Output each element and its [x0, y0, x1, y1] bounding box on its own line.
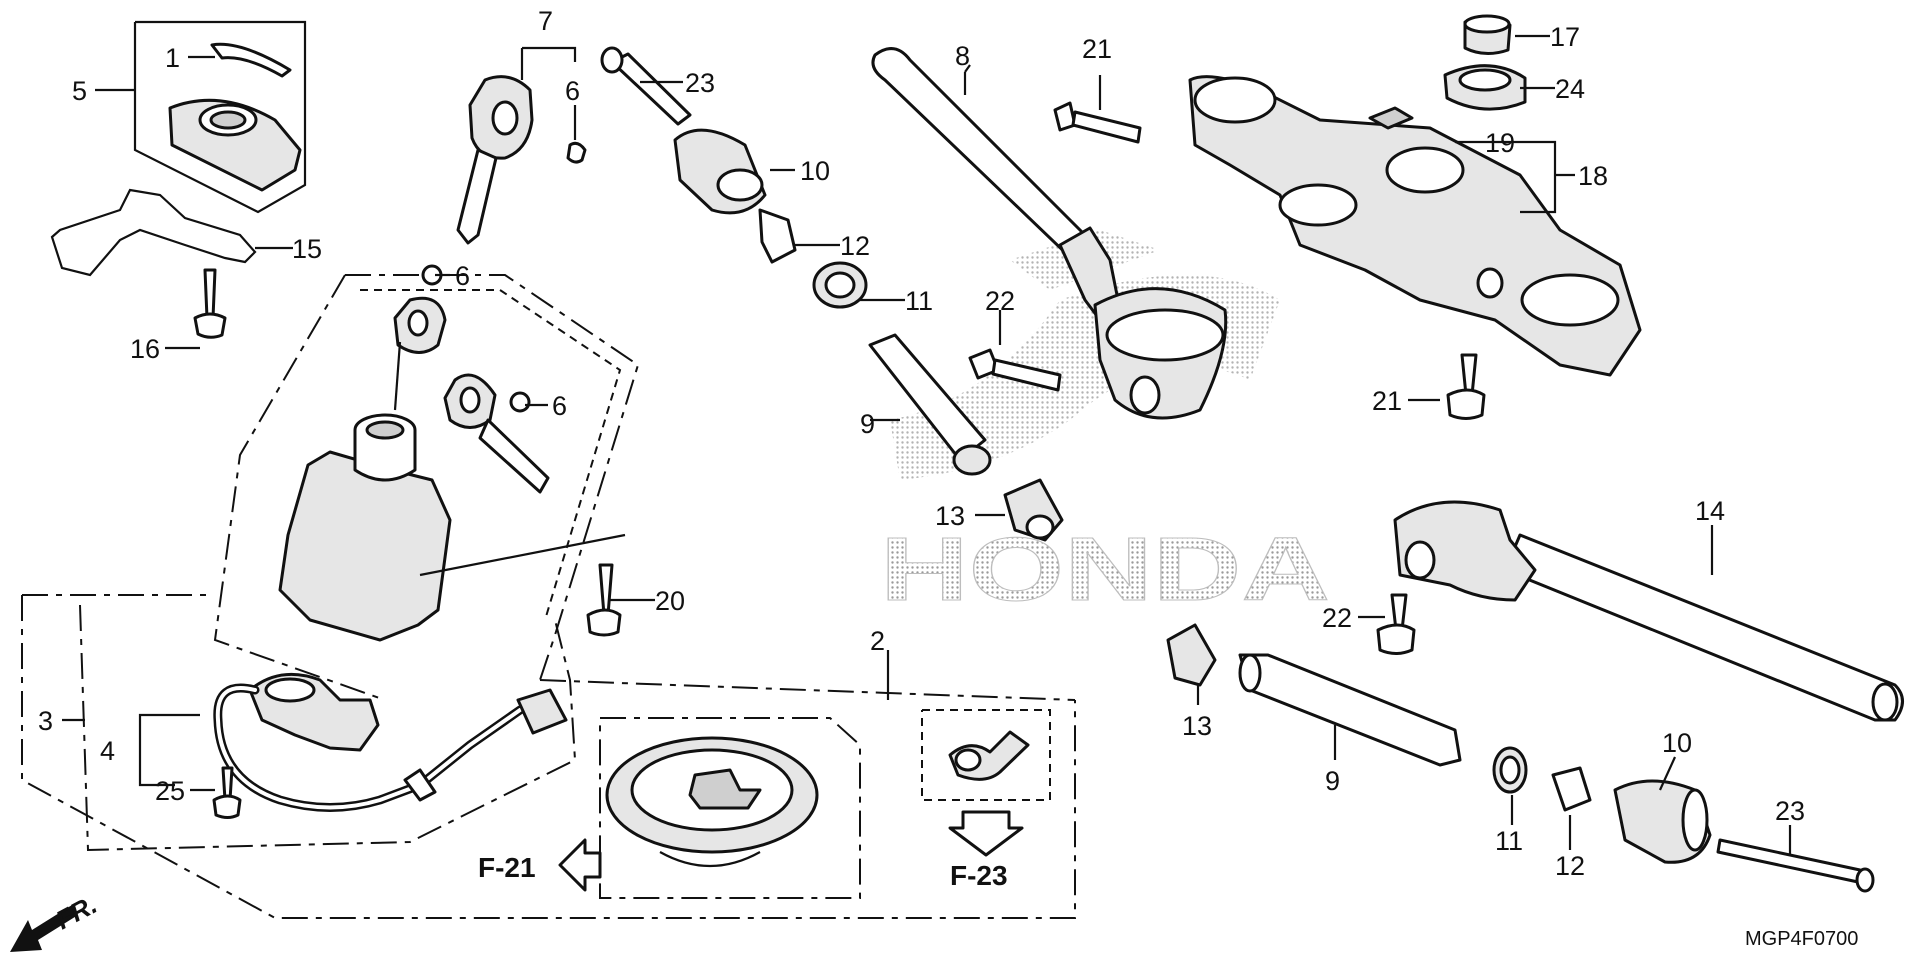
callout-6-middle: 6 [455, 261, 470, 291]
callout-10-left: 10 [800, 156, 830, 186]
drawing-code: MGP4F0700 [1745, 928, 1858, 950]
ref-f21: F-21 [478, 838, 602, 892]
callout-11-left: 11 [905, 286, 933, 316]
direction-label: FR. [51, 889, 102, 935]
bar-end-left [600, 46, 1064, 542]
callout-2: 2 [870, 626, 885, 656]
direction-arrow-icon [10, 905, 78, 952]
callout-3: 3 [38, 706, 53, 736]
callout-21-bottom: 21 [1372, 386, 1402, 416]
ref-f23: F-23 [948, 810, 1024, 891]
callout-23-right: 23 [1775, 796, 1805, 826]
callout-7: 7 [538, 6, 553, 36]
callout-9-right: 9 [1325, 766, 1340, 796]
callout-numbers: 1 2 3 4 5 6 6 6 7 8 9 9 10 10 11 11 12 1… [38, 6, 1805, 881]
callout-4: 4 [100, 736, 115, 766]
top-bridge [1188, 14, 1642, 377]
callout-8: 8 [955, 41, 970, 71]
callout-22-bottom: 22 [1322, 603, 1352, 633]
callout-22-top: 22 [985, 286, 1015, 316]
handlebar-right [1393, 500, 1904, 722]
front-direction: FR. [10, 889, 102, 952]
leader-lines [62, 34, 1792, 855]
watermark-text: HONDA [880, 520, 1330, 620]
group-5-box [50, 20, 307, 339]
callout-17: 17 [1550, 22, 1580, 52]
key-7 [456, 75, 587, 245]
callout-7-washer: 6 [552, 391, 567, 421]
callout-18: 18 [1578, 161, 1608, 191]
callout-5: 5 [72, 76, 87, 106]
callout-9-left: 9 [860, 409, 875, 439]
bar-end-right [1166, 623, 1875, 893]
group-3-boundary [21, 594, 1076, 919]
callout-19: 19 [1485, 128, 1515, 158]
bolts [968, 101, 1486, 655]
callout-12-right: 12 [1555, 851, 1585, 881]
callout-20: 20 [655, 586, 685, 616]
callout-13-right: 13 [1182, 711, 1212, 741]
callout-16: 16 [130, 334, 160, 364]
callout-1: 1 [165, 43, 180, 73]
fuel-cap [599, 717, 861, 899]
callout-21-top: 21 [1082, 34, 1112, 64]
callout-13-left: 13 [935, 501, 965, 531]
callout-12-left: 12 [840, 231, 870, 261]
callout-6-top: 6 [565, 76, 580, 106]
callout-24: 24 [1555, 74, 1585, 104]
ref-f21-label: F-21 [478, 852, 536, 883]
ref-f23-label: F-23 [950, 860, 1008, 891]
callout-11-right: 11 [1495, 826, 1523, 856]
callout-15: 15 [292, 234, 322, 264]
callout-25: 25 [155, 776, 185, 806]
ignition-switch-group [79, 264, 640, 852]
callout-23-left: 23 [685, 68, 715, 98]
handlebar-left [871, 47, 1228, 420]
callout-10-right: 10 [1662, 728, 1692, 758]
callout-14: 14 [1695, 496, 1725, 526]
seat-lock [921, 709, 1051, 801]
